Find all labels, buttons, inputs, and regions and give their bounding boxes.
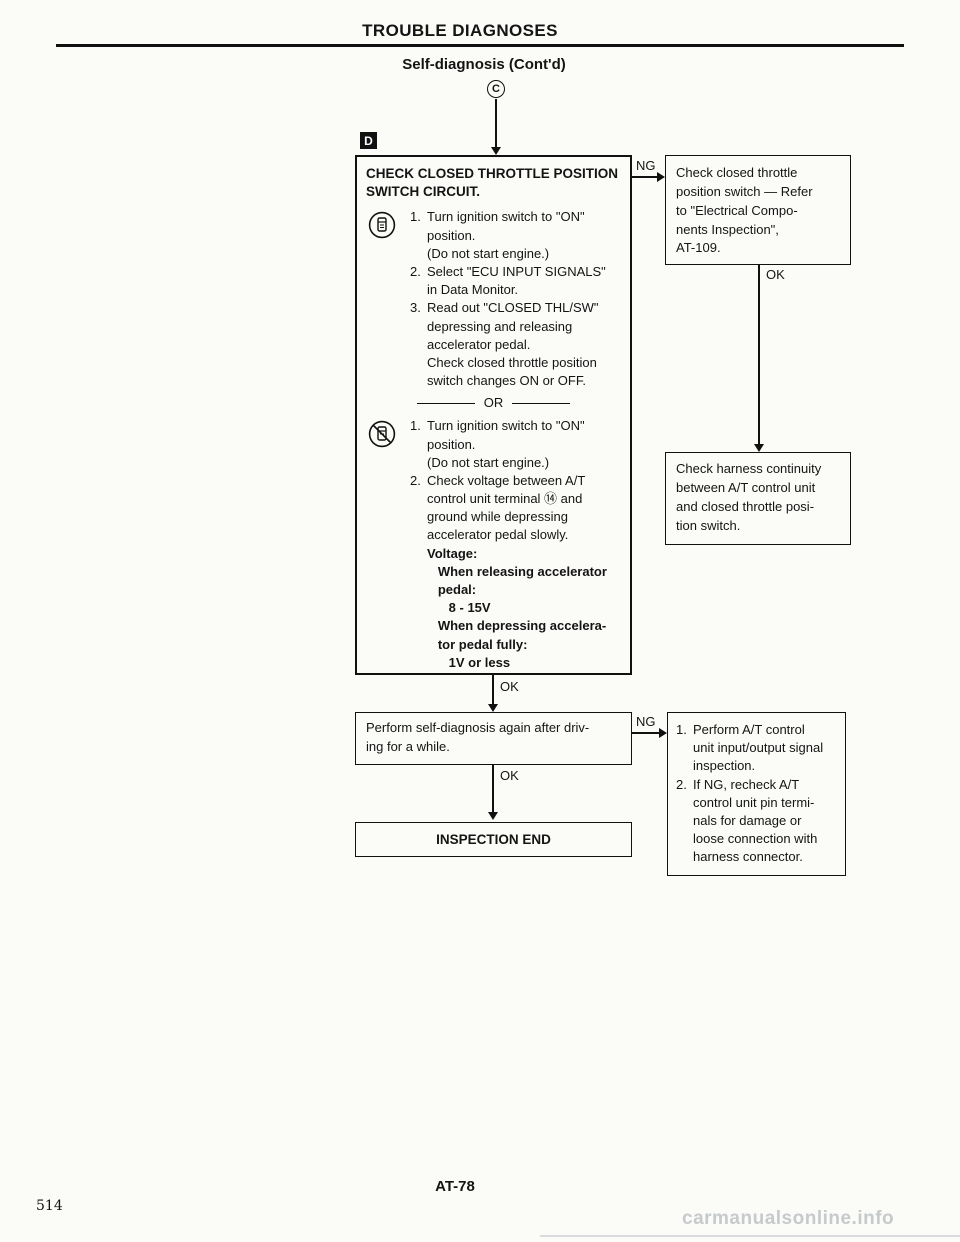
consult-step: 1. Turn ignition switch to "ON" position…	[410, 208, 621, 263]
inspection-end-box: INSPECTION END	[355, 822, 632, 857]
manual-step: 1. Turn ignition switch to "ON" position…	[410, 417, 621, 472]
check-closed-throttle-box: CHECK CLOSED THROTTLE POSITION SWITCH CI…	[355, 155, 632, 675]
check-switch-refer-box: Check closed throttle position switch — …	[665, 155, 851, 265]
without-consult-section: 1. Turn ignition switch to "ON" position…	[366, 417, 621, 672]
step-text: If NG, recheck A/T control unit pin term…	[693, 776, 818, 865]
step-text: Perform A/T control unit input/output si…	[693, 722, 824, 774]
page-header: TROUBLE DIAGNOSES	[362, 21, 558, 40]
recheck-step: 1. Perform A/T control unit input/output…	[676, 721, 837, 776]
step-number: 2.	[410, 264, 421, 279]
page-subheader: Self-diagnosis (Cont'd)	[402, 56, 566, 73]
page-code: AT-78	[435, 1178, 475, 1195]
ng-arrow-line	[632, 176, 658, 178]
ok-arrowhead-icon	[488, 812, 498, 820]
perform-self-diagnosis-box: Perform self-diagnosis again after driv-…	[355, 712, 632, 765]
consult-step: 2. Select "ECU INPUT SIGNALS" in Data Mo…	[410, 263, 621, 299]
or-divider-line	[512, 402, 571, 405]
recheck-step: 2. If NG, recheck A/T control unit pin t…	[676, 776, 837, 867]
connector-arrowhead-icon	[491, 147, 501, 155]
step-number: 2.	[410, 472, 421, 488]
step-text: Turn ignition switch to "ON" position. (…	[427, 418, 585, 470]
consult-step: 3. Read out "CLOSED THL/SW" depressing a…	[410, 299, 621, 390]
manual-step: 2. Check voltage between A/T control uni…	[410, 472, 621, 545]
step-number: 3.	[410, 300, 421, 316]
ok-arrow-line	[492, 765, 494, 813]
ng-label: NG	[636, 714, 656, 729]
or-divider-line	[416, 402, 475, 405]
step-number: 1.	[410, 418, 421, 434]
step-number: 1.	[410, 209, 421, 225]
or-divider: OR	[366, 395, 621, 411]
section-label-d: D	[360, 132, 377, 149]
ok-arrowhead-icon	[754, 444, 764, 452]
without-consult-tool-icon	[368, 421, 396, 451]
ng-label: NG	[636, 158, 656, 173]
watermark-text: carmanualsonline.info	[682, 1208, 895, 1229]
consult-section: 1. Turn ignition switch to "ON" position…	[366, 208, 621, 390]
recheck-control-unit-box: 1. Perform A/T control unit input/output…	[667, 712, 846, 876]
ng-arrowhead-icon	[659, 728, 667, 738]
step-text: Select "ECU INPUT SIGNALS" in Data Monit…	[427, 264, 606, 298]
ok-arrowhead-icon	[488, 704, 498, 712]
watermark-rule	[540, 1235, 960, 1237]
ok-arrow-line	[758, 265, 760, 445]
ok-label: OK	[766, 267, 785, 282]
ok-label: OK	[500, 768, 519, 783]
ok-arrow-line	[492, 675, 494, 705]
ng-arrow-line	[632, 732, 659, 734]
or-label: OR	[483, 394, 504, 410]
step-text: Check voltage between A/T control unit t…	[427, 472, 586, 543]
check-harness-box: Check harness continuity between A/T con…	[665, 452, 851, 545]
consult-tool-icon	[368, 212, 396, 242]
voltage-spec-text: Voltage: When releasing accelerator peda…	[427, 545, 607, 670]
connector-arrow-line	[495, 99, 497, 147]
step-number: 2.	[676, 776, 687, 792]
step-text: Turn ignition switch to "ON" position. (…	[427, 209, 585, 261]
check-box-title: CHECK CLOSED THROTTLE POSITION SWITCH CI…	[366, 166, 619, 200]
page-number: 514	[36, 1198, 63, 1214]
step-number: 1.	[676, 722, 687, 737]
ok-label: OK	[500, 679, 519, 694]
step-text: Read out "CLOSED THL/SW" depressing and …	[427, 300, 599, 389]
ng-arrowhead-icon	[657, 172, 665, 182]
header-rule	[56, 44, 904, 47]
flow-connector-c: C	[487, 80, 505, 98]
